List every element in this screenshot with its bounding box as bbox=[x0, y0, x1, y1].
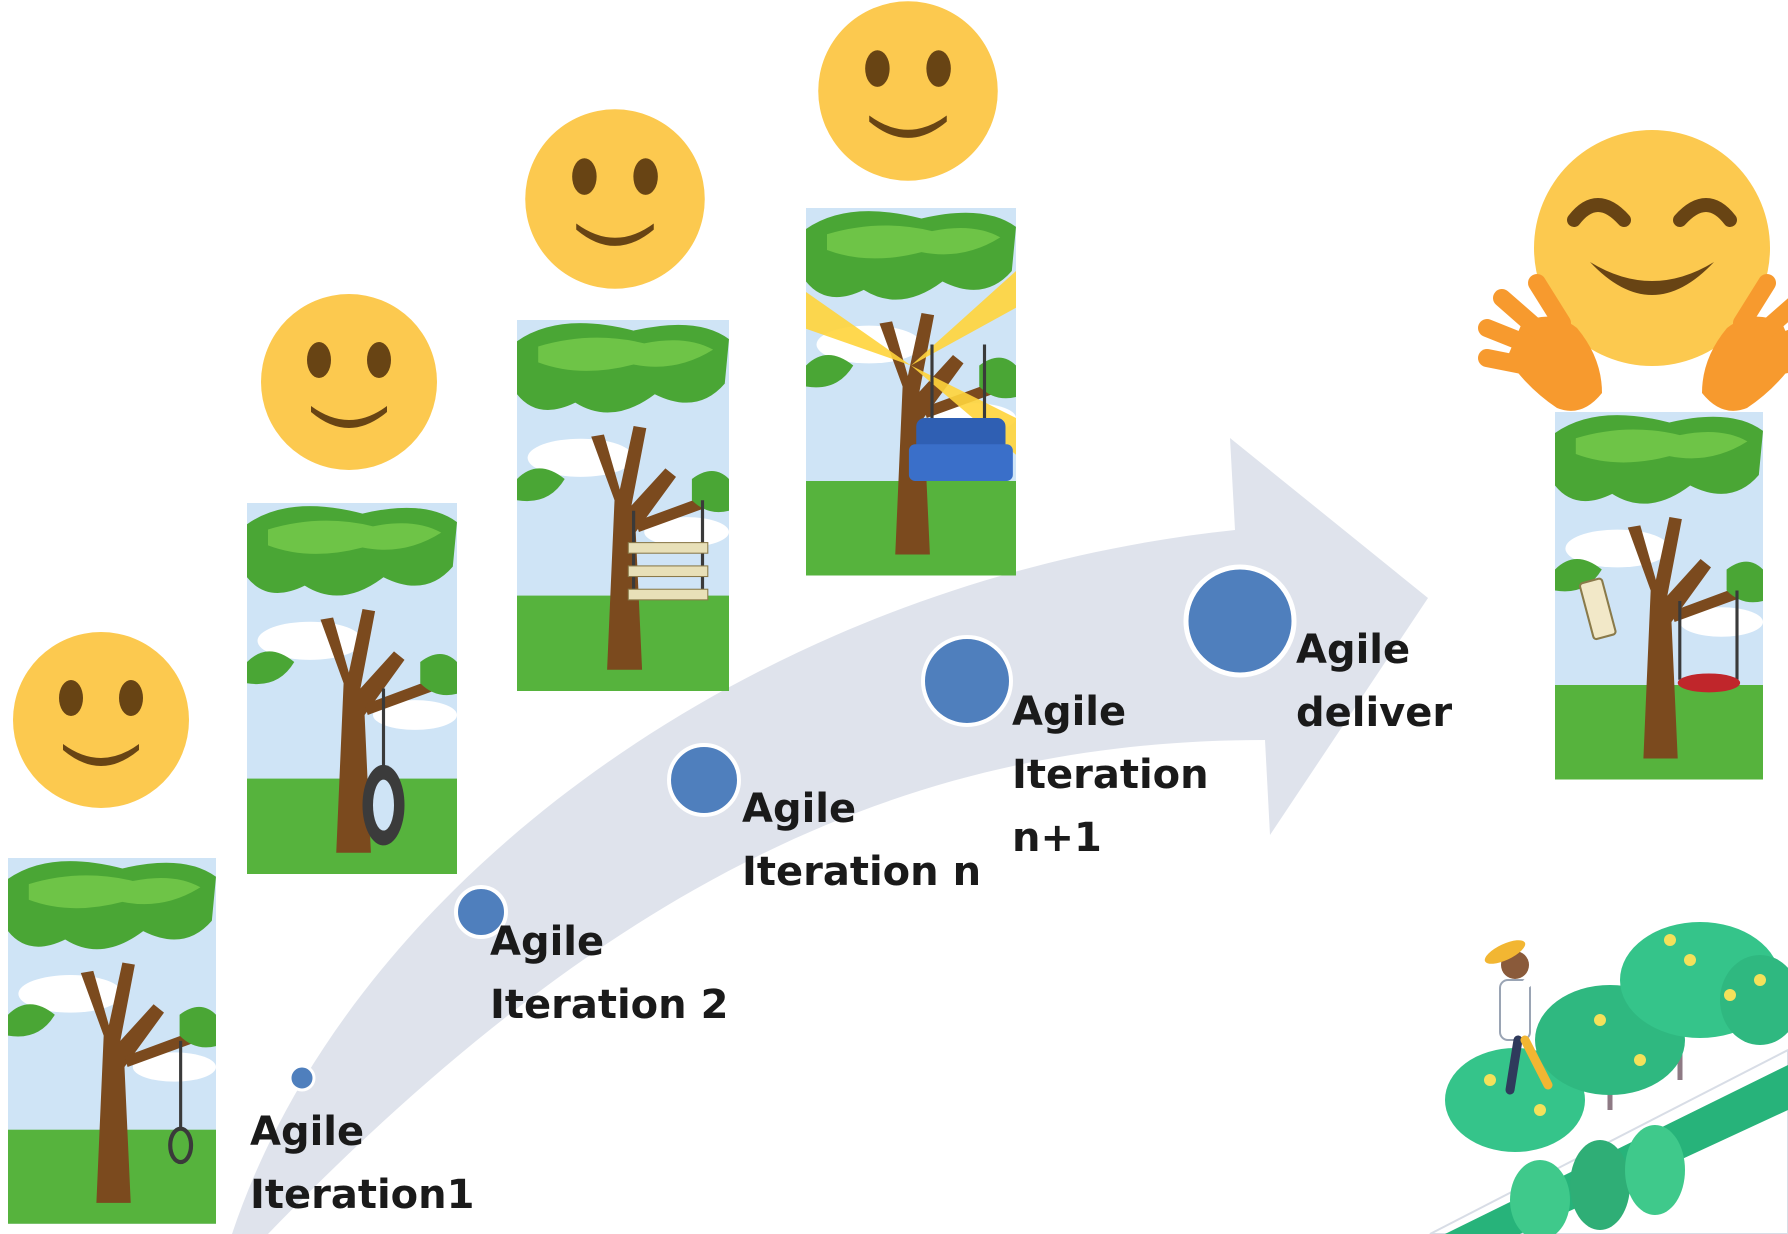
label-iteration-n-plus-1: Agile Iteration n+1 bbox=[1012, 689, 1223, 861]
smiley-icon-iteration-2 bbox=[261, 294, 437, 470]
smiley-icon-iteration-1 bbox=[13, 632, 189, 808]
label-iteration-1: Agile Iteration1 bbox=[250, 1109, 474, 1218]
label-iteration-n: Agile Iteration n bbox=[742, 786, 981, 895]
label-deliver: Agile deliver bbox=[1296, 627, 1452, 736]
tree-with-tire-swing-image bbox=[247, 503, 457, 874]
tree-with-plank-swing-image bbox=[517, 320, 729, 691]
label-iteration-2: Agile Iteration 2 bbox=[490, 919, 728, 1028]
progress-arrow bbox=[232, 438, 1428, 1234]
milestone-dot-iteration-n-plus-1 bbox=[921, 635, 1013, 727]
smiley-icon-iteration-n-plus-1 bbox=[818, 1, 998, 181]
smiley-icon-iteration-n bbox=[525, 109, 705, 289]
tree-with-armchair-swing-image bbox=[806, 208, 1016, 576]
hugging-face-icon bbox=[1478, 130, 1788, 411]
tree-with-tire-swing-and-sign-image bbox=[1555, 412, 1763, 780]
milestone-dot-deliver bbox=[1183, 564, 1297, 678]
tree-with-noose-image bbox=[8, 858, 216, 1224]
milestone-dot-iteration-2 bbox=[454, 885, 508, 939]
milestone-dot-iteration-1 bbox=[288, 1064, 316, 1092]
people-planting-trees-illustration bbox=[1429, 922, 1788, 1234]
milestone-dot-iteration-n bbox=[667, 743, 741, 817]
